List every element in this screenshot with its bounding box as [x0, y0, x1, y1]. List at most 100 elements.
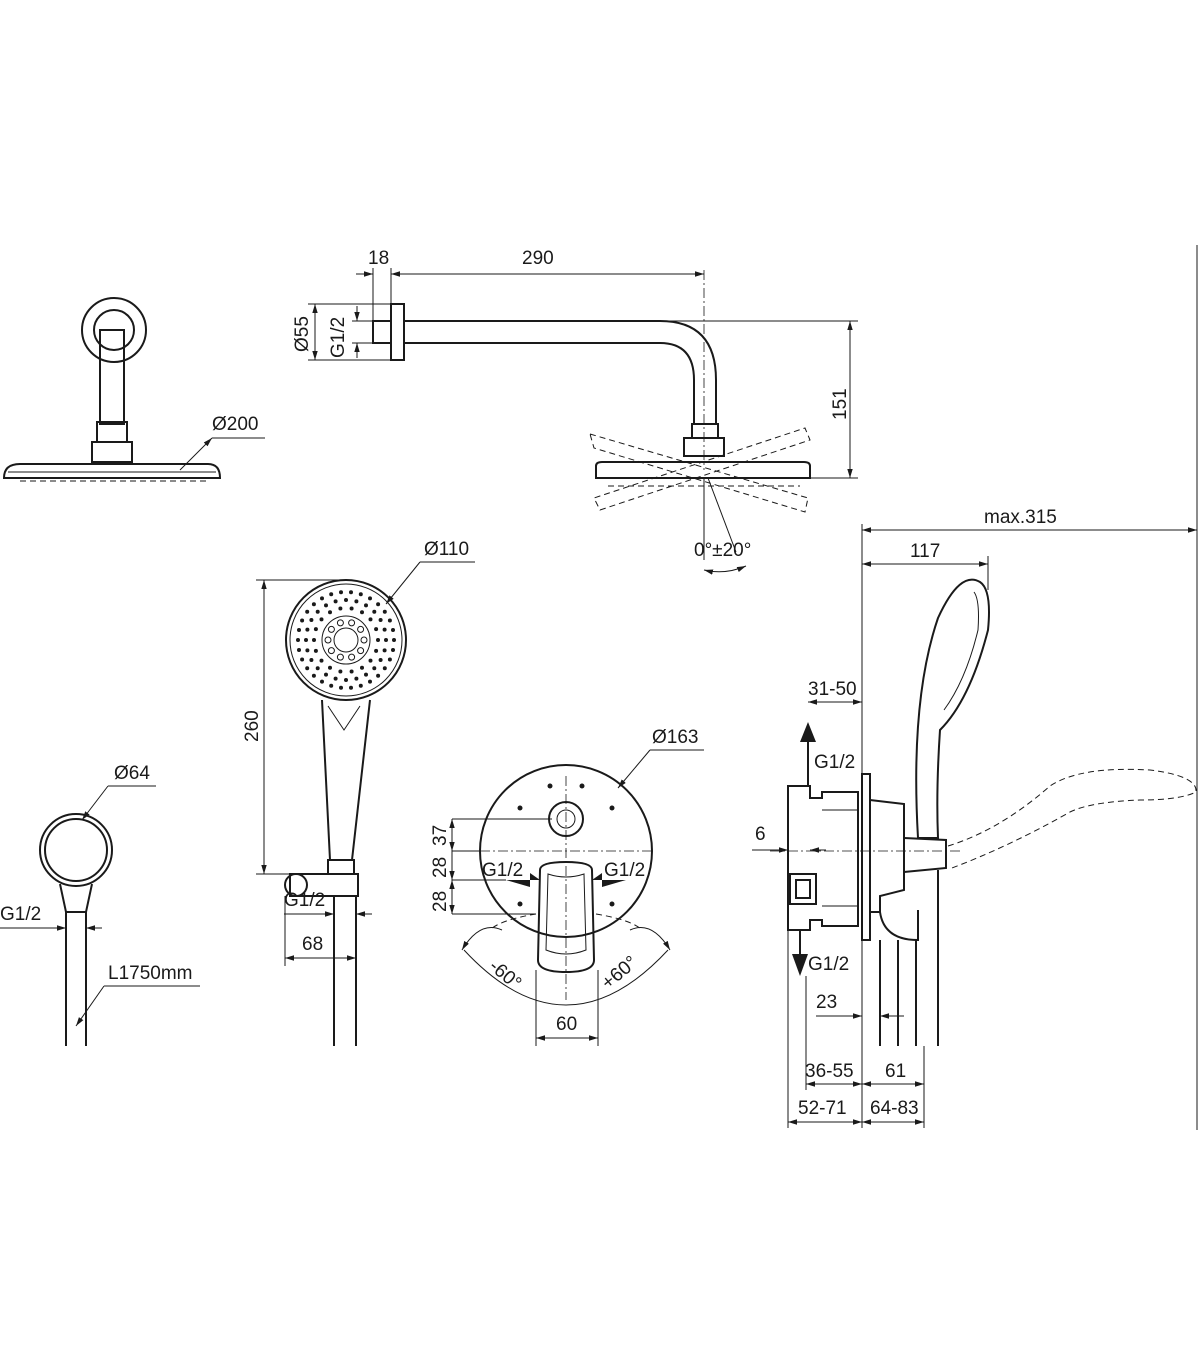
- nozzle-dot: [349, 685, 353, 690]
- mixer-front-view: G1/2 G1/2 -60° +60° Ø163 37 28 28 60: [430, 727, 704, 1046]
- nozzle-dot: [376, 673, 381, 678]
- nozzle-dot: [349, 590, 353, 595]
- nozzle-dot: [360, 665, 364, 670]
- nozzle-dot: [305, 609, 310, 614]
- nozzle-dot: [311, 673, 316, 678]
- nozzle-dot: [305, 627, 310, 632]
- nozzle-dot: [382, 666, 387, 671]
- dim-260-label: 260: [242, 710, 263, 742]
- dim-36-55-label: 36-55: [805, 1061, 854, 1082]
- nozzle-dot: [315, 609, 320, 614]
- nozzle-dot: [368, 596, 372, 601]
- nozzle-dot: [315, 666, 320, 671]
- nozzle-dot: [309, 618, 314, 622]
- center-nozzle: [327, 625, 335, 633]
- nozzle-dot: [328, 665, 332, 670]
- center-nozzle: [336, 619, 344, 627]
- nozzle-dot: [364, 603, 368, 608]
- holder-thread-label: G1/2: [284, 890, 325, 911]
- nozzle-dot: [382, 627, 387, 632]
- nozzle-dot: [387, 657, 392, 662]
- nozzle-dot: [329, 592, 334, 597]
- center-nozzle: [336, 653, 344, 661]
- nozzle-dot: [324, 672, 328, 677]
- nozzle-dot: [391, 648, 395, 652]
- center-nozzle: [324, 636, 332, 644]
- dim-61-label: 61: [885, 1061, 906, 1082]
- nozzle-dot: [333, 676, 338, 681]
- tilt-angle-label: 0°±20°: [694, 540, 751, 561]
- center-nozzle: [357, 625, 365, 633]
- nozzle-dot: [372, 666, 377, 671]
- center-nozzle: [357, 647, 365, 655]
- diameter-200-label: Ø200: [212, 414, 258, 435]
- dim-28a-label: 28: [430, 857, 451, 878]
- dim-31-50-label: 31-50: [808, 679, 857, 700]
- dim-68-label: 68: [302, 934, 323, 955]
- nozzle-dot: [300, 618, 305, 623]
- hose-length-label: L1750mm: [108, 963, 193, 984]
- nozzle-dot: [349, 669, 354, 674]
- diameter-163-label: Ø163: [652, 727, 698, 748]
- nozzle-dot: [319, 658, 324, 663]
- nozzle-dot: [360, 610, 364, 615]
- diameter-55-label: Ø55: [292, 316, 313, 352]
- dim-290-label: 290: [522, 248, 554, 269]
- nozzle-dot: [333, 599, 338, 604]
- nozzle-dot: [296, 638, 300, 642]
- rotation-plus-60-label: +60°: [598, 952, 642, 994]
- dim-52-71-label: 52-71: [798, 1098, 847, 1119]
- nozzle-dot: [382, 648, 387, 653]
- nozzle-dot: [382, 609, 387, 614]
- max-315-label: max.315: [984, 507, 1057, 528]
- dim-117-label: 117: [910, 541, 940, 562]
- nozzle-dot: [297, 648, 301, 652]
- nozzle-dot: [349, 606, 354, 611]
- nozzle-dot: [320, 679, 324, 684]
- nozzle-dot: [309, 658, 314, 662]
- dim-6-label: 6: [755, 824, 766, 845]
- nozzle-dot: [368, 658, 373, 663]
- nozzle-dot: [364, 672, 368, 677]
- nozzle-dot: [304, 638, 308, 642]
- nozzle-dot: [320, 596, 324, 601]
- rain-shower-front-view: Ø200: [2, 297, 265, 482]
- nozzle-dot: [344, 678, 348, 682]
- nozzle-dot: [354, 676, 359, 681]
- nozzle-dot: [338, 669, 343, 674]
- nozzle-dot: [374, 648, 379, 653]
- dim-28b-label: 28: [430, 891, 451, 912]
- nozzle-dot: [391, 628, 395, 632]
- nozzle-dot: [339, 685, 343, 690]
- nozzle-dot: [384, 638, 388, 642]
- nozzle-dot: [358, 592, 363, 597]
- nozzle-dot: [324, 603, 328, 608]
- nozzle-dot: [372, 609, 377, 614]
- nozzle-dot: [358, 683, 363, 688]
- nozzle-dot: [368, 679, 372, 684]
- dim-37-label: 37: [430, 825, 451, 846]
- diameter-110-label: Ø110: [424, 539, 469, 560]
- nozzle-dot: [376, 602, 381, 607]
- right-inlet-thread-label: G1/2: [604, 860, 645, 881]
- nozzle-dot: [378, 618, 383, 622]
- dim-151-label: 151: [830, 388, 851, 420]
- nozzle-dot: [312, 638, 316, 642]
- cover-holes: [517, 783, 615, 907]
- nozzle-dot: [376, 638, 380, 642]
- nozzle-dot: [354, 599, 359, 604]
- nozzle-dot: [374, 627, 379, 632]
- nozzle-dot: [305, 648, 310, 653]
- nozzle-dot: [344, 598, 348, 602]
- nozzle-dot: [392, 638, 396, 642]
- nozzle-pattern: [296, 590, 396, 690]
- left-inlet-thread-label: G1/2: [482, 860, 523, 881]
- dim-64-83-label: 64-83: [870, 1098, 919, 1119]
- center-nozzle: [348, 619, 356, 627]
- nozzle-dot: [305, 666, 310, 671]
- rain-shower-side-view: 0°±20° 18 290 Ø55 G1/2 151: [292, 248, 858, 575]
- wall-outlet: Ø64 G1/2 L1750mm: [0, 763, 200, 1046]
- center-nozzle: [348, 653, 356, 661]
- nozzle-dot: [297, 628, 301, 632]
